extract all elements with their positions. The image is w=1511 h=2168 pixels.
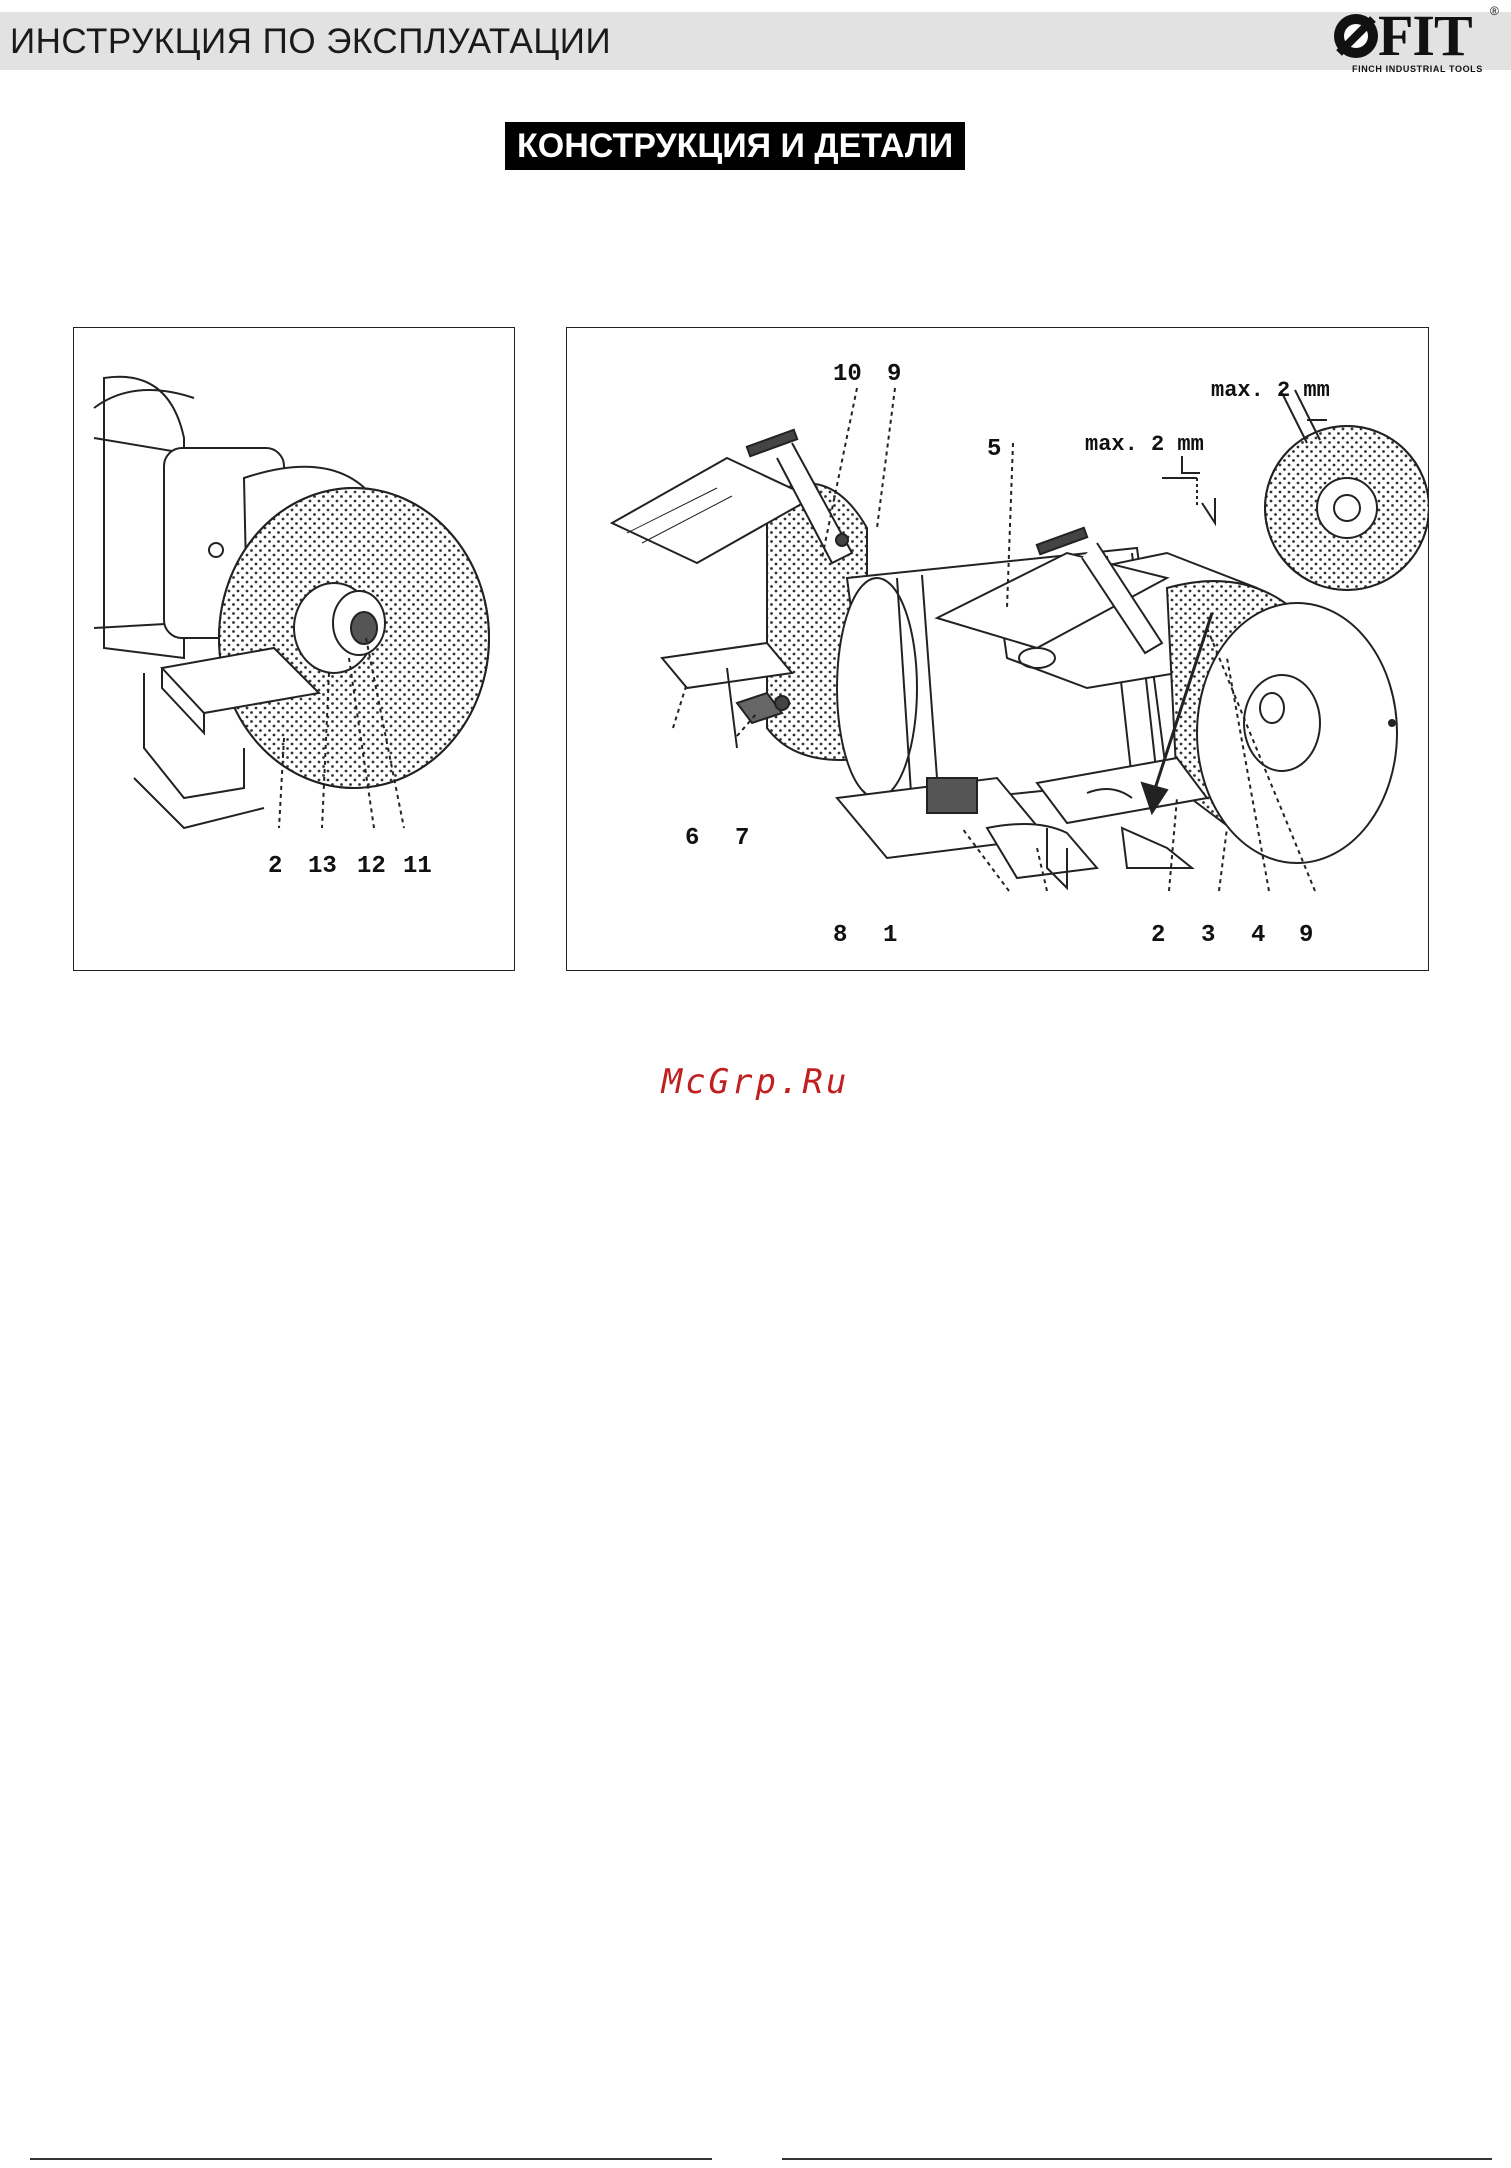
section-heading: КОНСТРУКЦИЯ И ДЕТАЛИ [505,122,965,170]
callout-5: 5 [987,436,1001,463]
footer-rule-left [30,2158,712,2160]
callout-3: 3 [1201,922,1215,949]
footer-rule-right [782,2158,1492,2160]
fit-logo: FIT ® FINCH INDUSTRIAL TOOLS [1330,6,1500,76]
registered-mark: ® [1490,4,1499,18]
bench-grinder-drawing [567,328,1428,970]
callout-7: 7 [735,825,749,852]
callout-13: 13 [308,853,337,880]
callout-2: 2 [268,853,282,880]
callout-9-top: 9 [887,361,901,388]
page-header-title: ИНСТРУКЦИЯ ПО ЭКСПЛУАТАЦИИ [10,22,611,62]
gap-label-upper: max. 2 mm [1211,378,1330,403]
grinder-closeup-drawing [74,328,514,970]
gap-label-lower: max. 2 mm [1085,432,1204,457]
callout-2-right: 2 [1151,922,1165,949]
figure-right-bench-grinder: 10 9 5 6 7 8 1 2 3 4 9 max. 2 mm max. 2 … [566,327,1429,971]
figure-left-wheel-closeup: 2 13 12 11 [73,327,515,971]
callout-10: 10 [833,361,862,388]
watermark-text: McGrp.Ru [0,1062,1511,1102]
logo-wordmark: FIT [1378,6,1472,66]
callout-1: 1 [883,922,897,949]
callout-9-bottom: 9 [1299,922,1313,949]
callout-8: 8 [833,922,847,949]
fit-logo-mark-icon [1330,10,1382,62]
callout-6: 6 [685,825,699,852]
callout-11: 11 [403,853,432,880]
logo-tagline: FINCH INDUSTRIAL TOOLS [1352,64,1483,74]
callout-12: 12 [357,853,386,880]
callout-4: 4 [1251,922,1265,949]
